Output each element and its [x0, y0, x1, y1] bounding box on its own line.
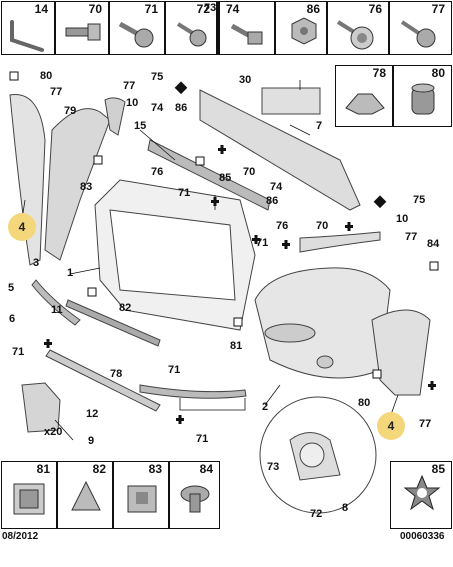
part-number: 77: [431, 2, 445, 16]
callout-80: 80: [40, 70, 53, 82]
part-box-80[interactable]: 80: [393, 65, 452, 127]
callout-10: 10: [126, 97, 139, 109]
part-number: 80: [431, 66, 445, 80]
callout-82: 82: [119, 302, 132, 314]
callout-70: 70: [243, 166, 256, 178]
callout-73: 73: [267, 461, 280, 473]
callout-1: 1: [67, 267, 74, 279]
part-number: 71: [144, 2, 158, 16]
callout-2: 2: [262, 401, 269, 413]
callout-71: 71: [168, 364, 181, 376]
clip-icon: [345, 93, 385, 115]
part-number: 81: [36, 462, 50, 476]
triangle-clip-icon: [71, 480, 101, 511]
callout-85: 85: [219, 172, 232, 184]
callout-70: 70: [316, 220, 329, 232]
push-rivet-icon: [180, 485, 210, 513]
part-box-82[interactable]: 82: [57, 461, 113, 529]
callout-15: 15: [134, 120, 147, 132]
callout-71: 71: [12, 346, 25, 358]
star-washer-icon: [403, 474, 441, 511]
callout-5: 5: [8, 282, 15, 294]
callout-75: 75: [151, 71, 164, 83]
callout-86: 86: [175, 102, 188, 114]
callout-4-badge: 4: [8, 213, 36, 241]
callout-77: 77: [419, 418, 432, 430]
square-clip-icon: [127, 485, 157, 513]
callout-78: 78: [110, 368, 123, 380]
hex-bolt-icon: [65, 23, 101, 41]
part-box-76[interactable]: 76: [327, 1, 389, 55]
callout-72: 72: [310, 508, 323, 520]
part-box-83[interactable]: 83: [113, 461, 169, 529]
callout-71: 71: [178, 187, 191, 199]
part-number: 84: [199, 462, 213, 476]
part-box-85[interactable]: 85: [390, 461, 452, 529]
callout-76: 76: [151, 166, 164, 178]
callout-86: 86: [266, 195, 279, 207]
callout-10: 10: [396, 213, 409, 225]
part-box-86[interactable]: 86: [275, 1, 327, 55]
callout-74: 74: [270, 181, 283, 193]
callout-6: 6: [9, 313, 16, 325]
callout-84: 84: [427, 238, 440, 250]
washer-screw-icon: [336, 20, 374, 50]
screw-icon: [118, 21, 154, 48]
callout-8: 8: [342, 502, 349, 514]
callout-11: 11: [51, 304, 63, 316]
part-box-81[interactable]: 81: [1, 461, 57, 529]
part-number: 14: [34, 2, 48, 16]
callout-76: 76: [276, 220, 289, 232]
callout-77: 77: [123, 80, 136, 92]
part-box-77[interactable]: 77: [389, 1, 452, 55]
nut-clip-icon: [13, 483, 45, 515]
part-number: 76: [368, 2, 382, 16]
part-number: 70: [88, 2, 102, 16]
part-number: 86: [306, 2, 320, 16]
part-box-78[interactable]: 78: [335, 65, 393, 127]
callout-9: 9: [88, 435, 95, 447]
callout-4-badge: 4: [377, 412, 405, 440]
footer-reference: 00060336: [400, 531, 445, 542]
part-number: 78: [372, 66, 386, 80]
callout-71: 71: [196, 433, 209, 445]
part-number: 82: [92, 462, 106, 476]
callout-30: 30: [239, 74, 252, 86]
screw-icon: [176, 22, 207, 47]
callout-x20: x20: [44, 426, 63, 438]
callout-79: 79: [64, 105, 77, 117]
part-box-84[interactable]: 84: [169, 461, 220, 529]
footer-date: 08/2012: [2, 531, 39, 542]
callout-81: 81: [230, 340, 243, 352]
callout-77: 77: [405, 231, 418, 243]
bolt-icon: [230, 23, 263, 45]
plug-icon: [411, 83, 435, 115]
callout-3: 3: [33, 257, 40, 269]
part-box-72[interactable]: 72: [165, 1, 217, 55]
callout-80: 80: [358, 397, 371, 409]
angle-bracket-icon: [10, 20, 44, 52]
part-box-74[interactable]: 74: [219, 1, 275, 55]
part-number: 83: [148, 462, 162, 476]
callout-12: 12: [86, 408, 99, 420]
callout-77: 77: [50, 86, 63, 98]
part-box-71[interactable]: 71: [109, 1, 165, 55]
part-box-70[interactable]: 70: [55, 1, 109, 55]
part-number: 85: [431, 462, 445, 476]
callout-74: 74: [151, 102, 164, 114]
callout-71: 71: [256, 237, 269, 249]
screw-icon: [400, 20, 436, 48]
part-number: 74: [226, 2, 240, 16]
callout-7: 7: [316, 120, 323, 132]
part-box-14[interactable]: 14: [1, 1, 55, 55]
part-number: 73: [204, 2, 217, 14]
part-box-73b[interactable]: [217, 1, 219, 55]
part-number: 72: [196, 2, 210, 16]
hex-nut-icon: [291, 17, 317, 45]
callout-83: 83: [80, 181, 93, 193]
callout-75: 75: [413, 194, 426, 206]
